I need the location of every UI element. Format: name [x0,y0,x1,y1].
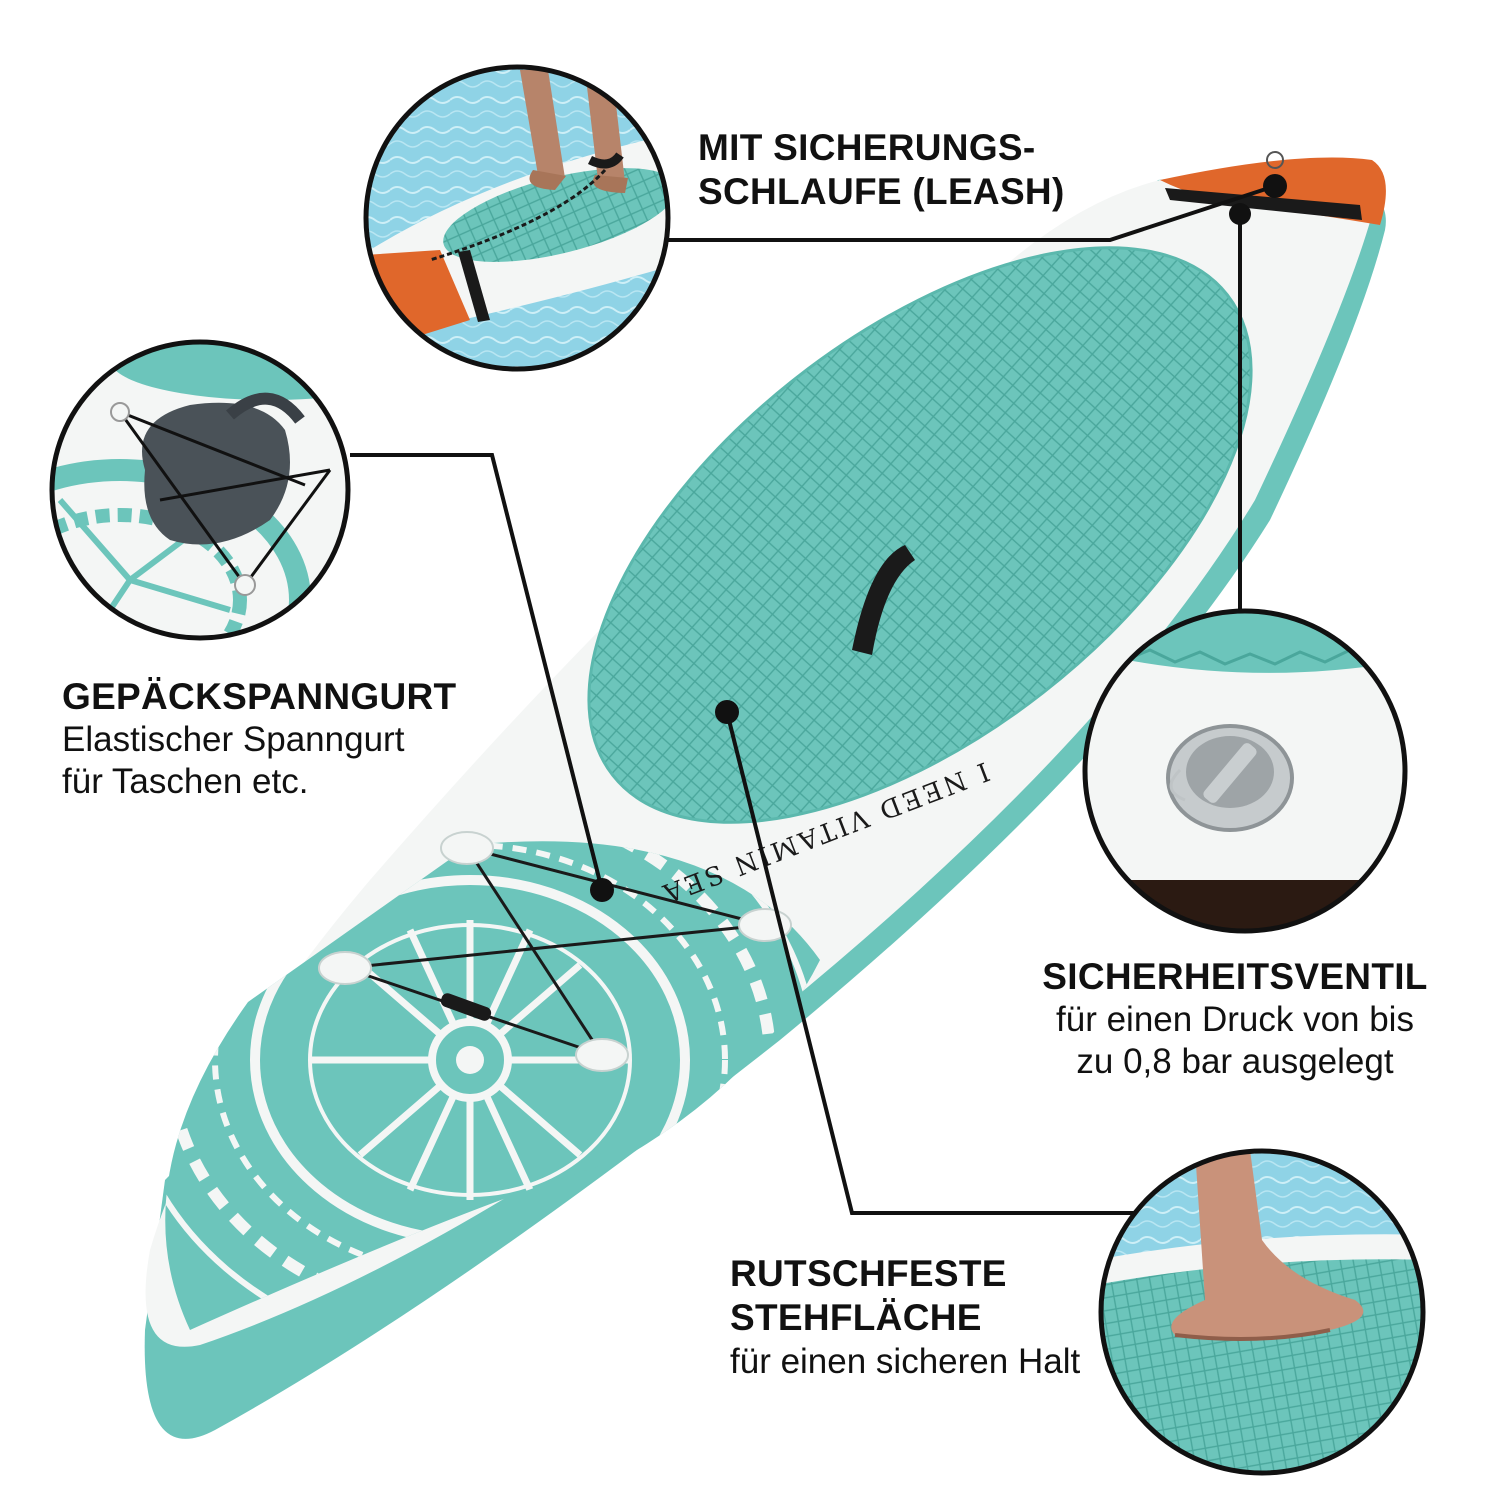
inset-grip-foot [1098,1148,1426,1476]
callout-valve-desc-1: für einen Druck von bis [1056,1000,1414,1040]
callout-leash-title-1: MIT SICHERUNGS- [698,127,1036,168]
callout-valve: SICHERHEITSVENTIL für einen Druck von bi… [1000,955,1470,1083]
callout-bungee-title: GEPÄCKSPANNGURT [62,676,457,717]
paddle-board: I NEED VITAMIN SEA [144,151,1386,1439]
inset-leash [363,64,671,372]
callout-bungee-desc-1: Elastischer Spanngurt [62,720,405,760]
callout-leash-title-2: SCHLAUFE (LEASH) [698,171,1065,213]
callout-grip: RUTSCHFESTE STEHFLÄCHE für einen sichere… [730,1252,1080,1383]
callout-connector-lines [350,184,1276,1215]
callout-grip-title-1: RUTSCHFESTE [730,1253,1007,1294]
callout-valve-desc-2: zu 0,8 bar ausgelegt [1076,1042,1394,1082]
callout-grip-title-2: STEHFLÄCHE [730,1297,982,1339]
callout-leash: MIT SICHERUNGS- SCHLAUFE (LEASH) [698,126,1065,215]
callout-bungee-desc-2: für Taschen etc. [62,762,309,802]
callout-grip-desc: für einen sicheren Halt [730,1341,1081,1381]
inset-bungee-bag [49,339,351,641]
callout-bungee: GEPÄCKSPANNGURT Elastischer Spanngurt fü… [62,675,456,803]
inset-safety-valve [1082,608,1408,934]
callout-dots [590,174,1287,902]
callout-valve-title: SICHERHEITSVENTIL [1042,956,1428,997]
